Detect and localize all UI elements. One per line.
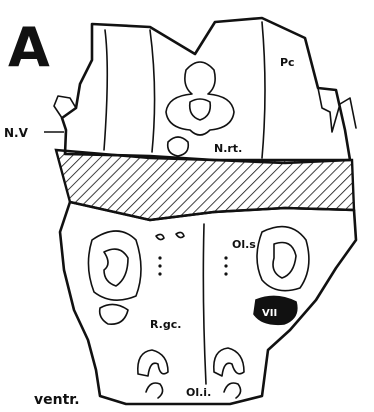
olive-inferior-right-inner (224, 383, 241, 398)
label-ols: Ol.s (232, 238, 256, 251)
label-pc: Pc (280, 56, 295, 69)
small-mark-right (176, 232, 184, 237)
right-olive-outer (257, 227, 309, 291)
left-olive-outer (88, 231, 141, 300)
midline (203, 224, 206, 384)
pons-nucleus-blob (168, 137, 189, 156)
panel-letter: A (8, 16, 50, 79)
right-olive-inner (273, 243, 296, 279)
dot-column-left (158, 256, 161, 275)
pons-fibre-line-2 (150, 30, 155, 152)
label-nv: N.V (4, 126, 29, 140)
left-olive-inner (104, 249, 128, 286)
pons-fibre-line-1 (104, 30, 107, 150)
olive-inferior-left (138, 350, 168, 376)
pons-central-inner (190, 99, 211, 120)
pons-fibre-line-3 (262, 22, 265, 158)
medulla-outline (60, 202, 356, 404)
label-nrt: N.rt. (214, 142, 242, 155)
label-ventr: ventr. (34, 392, 80, 408)
label-oli: Ol.i. (186, 386, 211, 399)
olive-inferior-left-inner (146, 383, 163, 398)
small-mark-left (156, 234, 164, 239)
label-rgc: R.gc. (150, 318, 181, 331)
label-vii: VII (262, 308, 277, 319)
olive-inferior-right (214, 348, 244, 376)
dot-column-right (224, 256, 227, 275)
left-small-nucleus (100, 304, 128, 324)
